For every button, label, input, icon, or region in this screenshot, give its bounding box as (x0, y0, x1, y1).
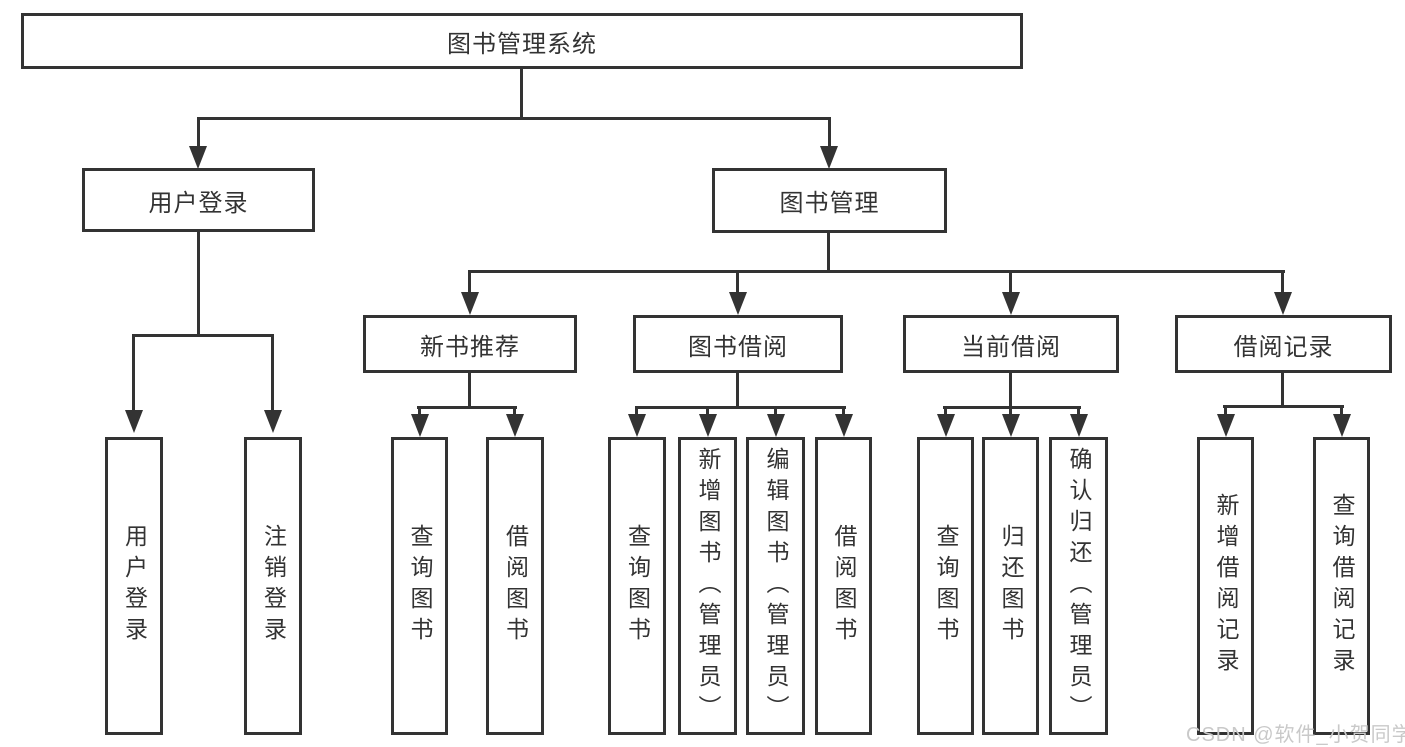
connector-line (1077, 406, 1080, 415)
node-leaf-add-books-admin: 新增图书（管理员） (678, 437, 737, 735)
node-library-management-system: 图书管理系统 (21, 13, 1023, 69)
connector-line (1009, 406, 1012, 415)
node-leaf-return-books: 归还图书 (982, 437, 1039, 735)
node-leaf-query-books-borrow: 查询图书 (608, 437, 666, 735)
connector-line (1009, 373, 1012, 409)
connector-line (828, 117, 831, 147)
connector-line (635, 406, 846, 409)
connector-line (1281, 270, 1284, 293)
connector-line (1340, 405, 1343, 415)
connector-line (1224, 405, 1227, 415)
arrow-down-icon (1274, 292, 1292, 315)
connector-line (513, 406, 516, 415)
node-label: 查询图书 (407, 524, 433, 648)
node-label: 用户登录 (121, 524, 148, 648)
node-label: 查询图书 (933, 524, 959, 648)
arrow-down-icon (699, 414, 717, 437)
connector-line (706, 406, 709, 415)
connector-line (132, 334, 135, 411)
arrow-down-icon (189, 146, 207, 169)
arrow-down-icon (628, 414, 646, 437)
connector-line (271, 334, 274, 411)
node-label: 用户登录 (148, 189, 249, 217)
connector-line (842, 406, 845, 415)
node-label: 新增借阅记录 (1213, 493, 1239, 679)
connector-line (774, 406, 777, 415)
node-new-book-recommendation: 新书推荐 (363, 315, 577, 373)
connector-line (197, 117, 200, 147)
node-label: 新书推荐 (420, 333, 520, 361)
watermark-text: CSDN @软件_小贺同学 (1186, 724, 1405, 746)
arrow-down-icon (125, 410, 143, 433)
node-label: 借阅记录 (1233, 333, 1334, 361)
arrow-down-icon (835, 414, 853, 437)
arrow-down-icon (1002, 292, 1020, 315)
node-label: 新增图书（管理员） (695, 446, 721, 726)
arrow-down-icon (767, 414, 785, 437)
node-leaf-query-books-current: 查询图书 (917, 437, 974, 735)
node-label: 图书借阅 (688, 333, 788, 361)
node-current-borrowing: 当前借阅 (903, 315, 1119, 373)
connector-line (520, 69, 523, 118)
node-label: 编辑图书（管理员） (763, 446, 789, 726)
arrow-down-icon (461, 292, 479, 315)
node-leaf-query-books-recommend: 查询图书 (391, 437, 448, 735)
arrow-down-icon (1333, 414, 1351, 437)
node-leaf-query-borrow-record: 查询借阅记录 (1313, 437, 1370, 735)
node-label: 借阅图书 (831, 524, 857, 648)
connector-line (635, 406, 638, 415)
node-leaf-add-borrow-record: 新增借阅记录 (1197, 437, 1254, 735)
connector-line (944, 406, 947, 415)
arrow-down-icon (729, 292, 747, 315)
node-label: 图书管理系统 (447, 30, 597, 58)
node-label: 确认归还（管理员） (1066, 446, 1092, 726)
connector-line (827, 233, 830, 273)
connector-line (736, 373, 739, 409)
node-book-borrowing: 图书借阅 (633, 315, 843, 373)
arrow-down-icon (506, 414, 524, 437)
node-label: 图书管理 (779, 190, 880, 217)
connector-line (943, 406, 1081, 409)
connector-line (1223, 405, 1344, 408)
connector-line (197, 232, 200, 337)
arrow-down-icon (1002, 414, 1020, 437)
node-user-login: 用户登录 (82, 168, 315, 232)
connector-line (468, 270, 1285, 273)
node-leaf-user-login: 用户登录 (105, 437, 163, 735)
node-label: 归还图书 (998, 524, 1024, 648)
node-leaf-borrow-books-recommend: 借阅图书 (486, 437, 544, 735)
connector-line (418, 406, 421, 415)
arrow-down-icon (1217, 414, 1235, 437)
connector-line (468, 373, 471, 409)
arrow-down-icon (937, 414, 955, 437)
node-book-management: 图书管理 (712, 168, 947, 233)
node-label: 借阅图书 (502, 524, 529, 648)
node-leaf-borrow-books: 借阅图书 (815, 437, 872, 735)
arrow-down-icon (820, 146, 838, 169)
node-borrowing-records: 借阅记录 (1175, 315, 1392, 373)
connector-line (1281, 373, 1284, 408)
connector-line (1009, 270, 1012, 293)
node-label: 注销登录 (260, 524, 287, 648)
node-label: 当前借阅 (961, 333, 1061, 361)
arrow-down-icon (1070, 414, 1088, 437)
arrow-down-icon (411, 414, 429, 437)
node-label: 查询图书 (624, 524, 651, 648)
connector-line (417, 406, 517, 409)
connector-line (468, 270, 471, 293)
node-leaf-logout: 注销登录 (244, 437, 302, 735)
connector-line (197, 117, 831, 120)
connector-line (132, 334, 274, 337)
node-label: 查询借阅记录 (1329, 493, 1355, 679)
node-leaf-confirm-return-admin: 确认归还（管理员） (1049, 437, 1108, 735)
arrow-down-icon (264, 410, 282, 433)
connector-line (736, 270, 739, 293)
node-leaf-edit-books-admin: 编辑图书（管理员） (746, 437, 805, 735)
